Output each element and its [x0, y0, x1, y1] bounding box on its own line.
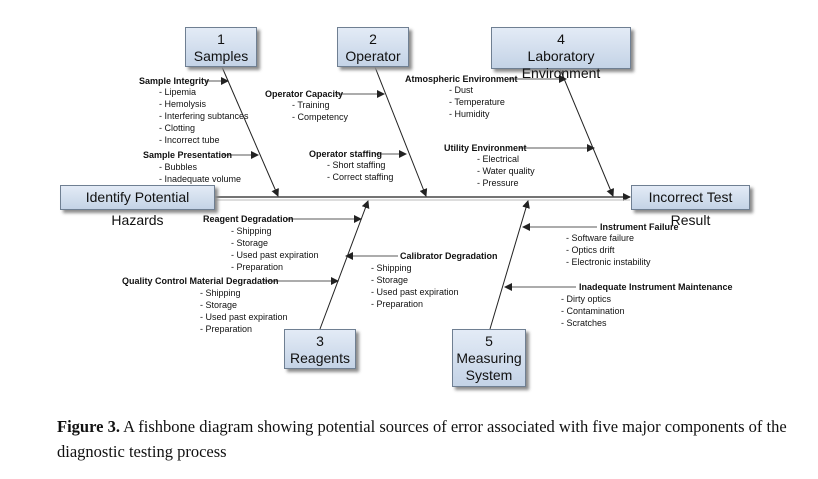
cause-item: - Bubbles — [159, 162, 198, 172]
cause-item: - Used past expiration — [371, 287, 459, 297]
category-box-samples: 1 Samples — [185, 27, 257, 67]
category-label: Samples — [193, 48, 249, 64]
cause-item: - Electrical — [477, 154, 520, 164]
bone-measuring-system — [489, 200, 530, 330]
category-box-reagents: 3 Reagents — [284, 329, 356, 369]
category-label-line1: Measuring — [456, 350, 522, 366]
start-box: Identify Potential Hazards — [60, 185, 215, 228]
category-box-measuring-system: 5 Measuring System — [452, 329, 526, 387]
cause-item: - Shipping — [231, 226, 272, 236]
category-number: 5 — [485, 333, 493, 349]
category-number: 2 — [369, 31, 377, 47]
bone-operator — [374, 66, 428, 197]
cause-title-operator-capacity: Operator Capacity — [265, 89, 344, 99]
category-box-lab-environment: 4 Laboratory Environment — [491, 27, 631, 81]
category-number: 3 — [316, 333, 324, 349]
cause-item: - Incorrect tube — [159, 135, 220, 145]
cause-item: - Lipemia — [159, 87, 197, 97]
cause-item: - Shipping — [371, 263, 412, 273]
cause-item: - Hemolysis — [159, 99, 207, 109]
category-label: Operator — [345, 48, 401, 64]
bone-reagents — [319, 200, 370, 330]
category-number: 1 — [217, 31, 225, 47]
cause-item: - Pressure — [477, 178, 519, 188]
bone-samples — [221, 66, 279, 197]
cause-item: - Dust — [449, 85, 474, 95]
cause-item: - Used past expiration — [200, 312, 288, 322]
start-box-label: Identify Potential Hazards — [85, 189, 190, 228]
cause-item: - Used past expiration — [231, 250, 319, 260]
category-label: Laboratory Environment — [521, 48, 601, 81]
caption-label: Figure 3. — [57, 417, 120, 436]
category-label: Reagents — [290, 350, 350, 366]
cause-item: - Training — [292, 100, 330, 110]
cause-title-operator-staffing: Operator staffing — [309, 149, 383, 159]
end-box: Incorrect Test Result — [631, 185, 750, 228]
cause-item: - Competency — [292, 112, 349, 122]
cause-item: - Correct staffing — [327, 172, 394, 182]
cause-item: - Temperature — [449, 97, 505, 107]
cause-item: - Storage — [231, 238, 269, 248]
cause-item: - Software failure — [566, 233, 635, 243]
cause-item: - Interfering subtances — [159, 111, 249, 121]
cause-item: - Humidity — [449, 109, 490, 119]
cause-title-atmospheric-environment: Atmospheric Environment — [405, 74, 518, 84]
cause-title-qc-material-degradation: Quality Control Material Degradation — [122, 276, 279, 286]
cause-item: - Shipping — [200, 288, 241, 298]
cause-item: - Short staffing — [327, 160, 386, 170]
cause-item: - Scratches — [561, 318, 607, 328]
cause-item: - Inadequate volume — [159, 174, 242, 184]
cause-title-sample-presentation: Sample Presentation — [143, 150, 233, 160]
end-box-label: Incorrect Test Result — [648, 189, 733, 228]
cause-title-calibrator-degradation: Calibrator Degradation — [400, 251, 498, 261]
cause-item: - Preparation — [231, 262, 284, 272]
cause-title-utility-environment: Utility Environment — [444, 143, 527, 153]
category-box-operator: 2 Operator — [337, 27, 409, 67]
bone-lab-environment — [559, 68, 614, 197]
cause-item: - Storage — [200, 300, 238, 310]
cause-title-reagent-degradation: Reagent Degradation — [203, 214, 294, 224]
cause-item: - Water quality — [477, 166, 535, 176]
figure-caption: Figure 3. A fishbone diagram showing pot… — [57, 414, 797, 464]
cause-item: - Preparation — [371, 299, 424, 309]
caption-text: A fishbone diagram showing potential sou… — [57, 417, 787, 461]
cause-title-sample-integrity: Sample Integrity — [139, 76, 210, 86]
cause-item: - Optics drift — [566, 245, 615, 255]
cause-item: - Clotting — [159, 123, 196, 133]
cause-item: - Dirty optics — [561, 294, 612, 304]
cause-item: - Contamination — [561, 306, 625, 316]
cause-title-inadequate-maintenance: Inadequate Instrument Maintenance — [579, 282, 733, 292]
category-label-line2: System — [465, 367, 513, 383]
cause-item: - Preparation — [200, 324, 253, 334]
cause-item: - Electronic instability — [566, 257, 651, 267]
category-number: 4 — [557, 31, 565, 47]
cause-item: - Storage — [371, 275, 409, 285]
cause-title-instrument-failure: Instrument Failure — [600, 222, 679, 232]
